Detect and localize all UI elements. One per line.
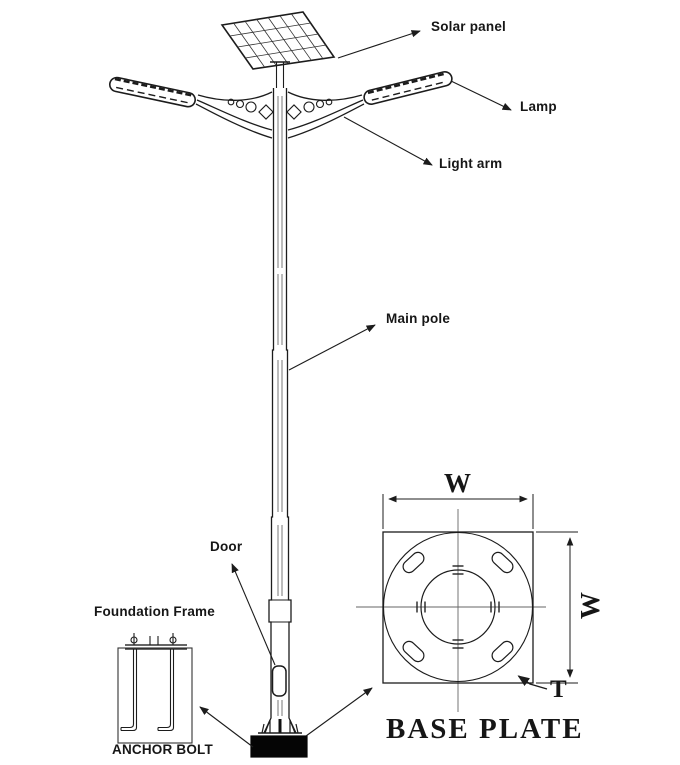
pole-base-drawing [250,719,308,758]
dimension-w-right-label: W [575,591,606,620]
base-plate-drawing [356,494,578,712]
solar-panel-leader-arrow [337,30,421,59]
light-arm-drawing [195,91,365,139]
lamp-left-drawing [108,76,196,108]
light-arm-label: Light arm [439,156,503,171]
door-label: Door [210,539,243,554]
anchor-bolt-label: ANCHOR BOLT [112,742,213,757]
dimension-width-top [382,494,534,529]
lamp-label: Lamp [520,99,557,114]
solar-panel-label: Solar panel [431,19,506,34]
main-pole-drawing [263,88,297,734]
foundation-block [250,735,308,758]
dimension-w-top-label: W [444,468,472,498]
dimension-width-right [536,531,578,684]
foundation-frame-drawing [117,633,193,744]
door-drawing [271,665,287,697]
main-pole-label: Main pole [386,311,451,326]
main-pole-leader-arrow [288,324,376,371]
lamp-leader-arrow [450,80,512,111]
foundation-frame-label: Foundation Frame [94,604,215,619]
lamp-right-drawing [363,71,453,105]
solar-panel-drawing [220,11,336,88]
light-arm-leader-arrow [343,116,433,166]
base-plate-leader-arrow [305,687,373,737]
base-plate-caption: BASE PLATE [386,713,584,745]
thickness-leader-arrow [517,675,548,690]
anchor-bolt-leader-arrow [199,706,254,748]
dimension-t-label: T [550,676,567,703]
door-leader-arrow [231,563,276,666]
